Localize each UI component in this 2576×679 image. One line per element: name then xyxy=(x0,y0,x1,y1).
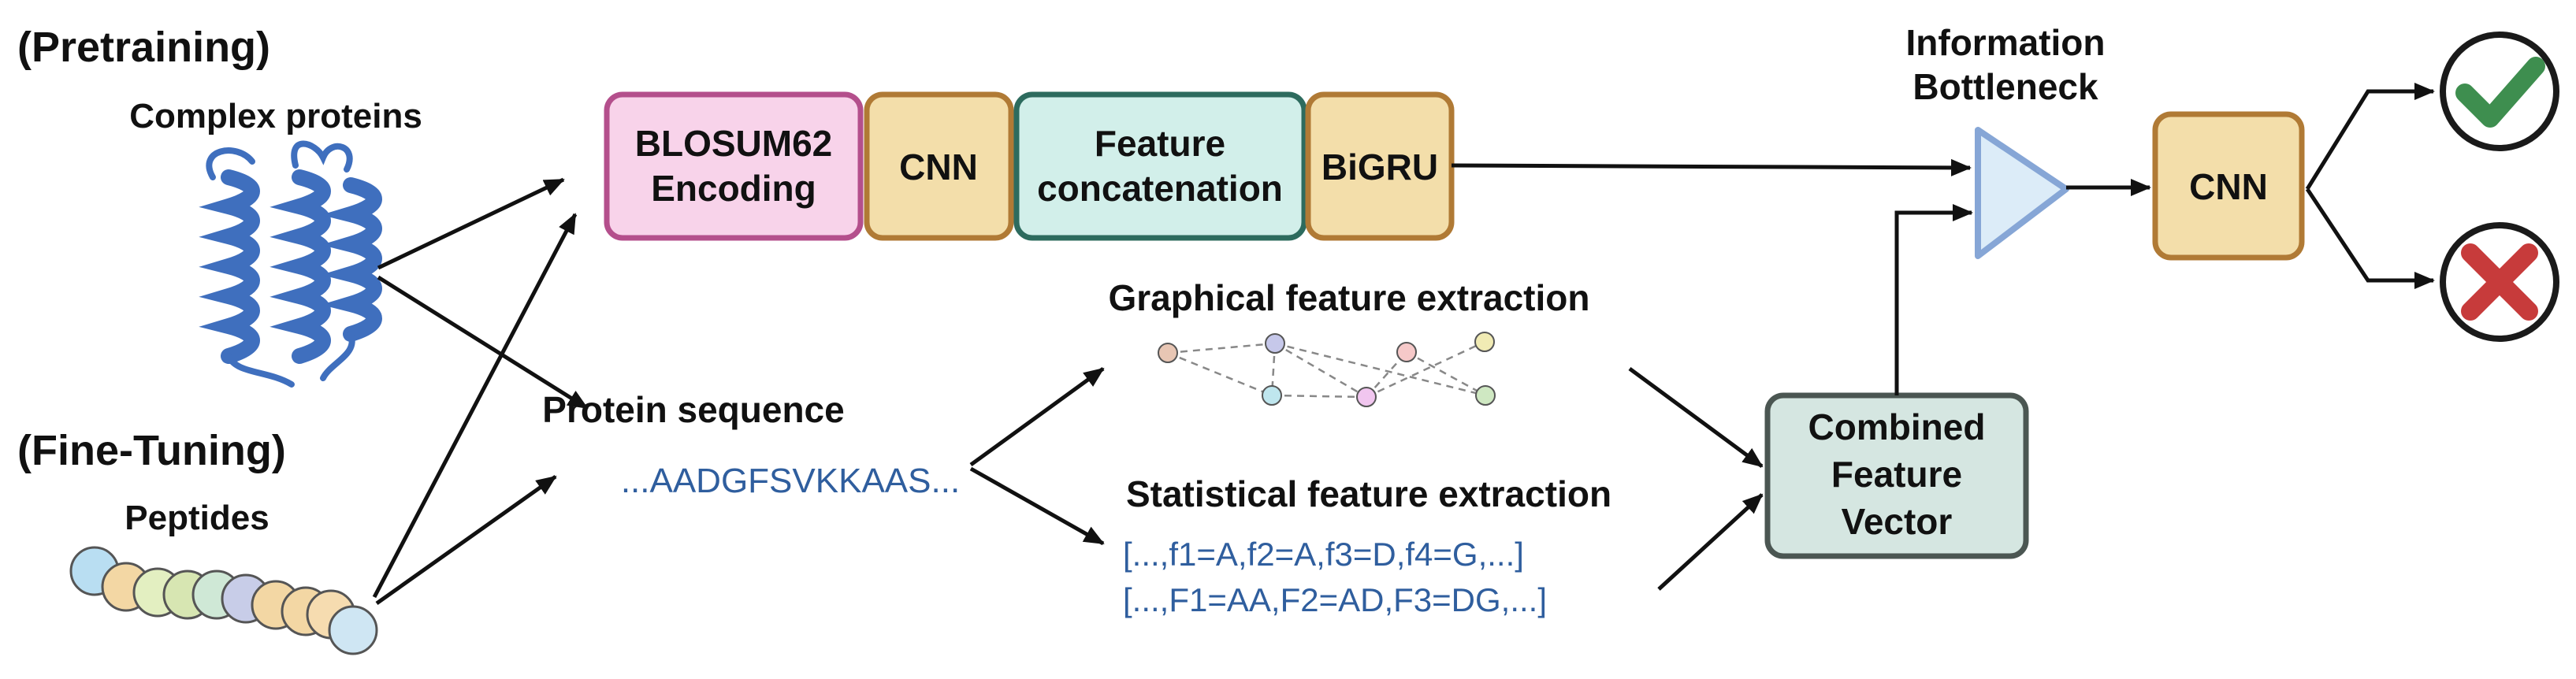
statistical-feature-line2: [...,F1=AA,F2=AD,F3=DG,...] xyxy=(1123,581,1547,618)
statistical-feature-line1: [...,f1=A,f2=A,f3=D,f4=G,...] xyxy=(1123,536,1524,573)
combine-arrows xyxy=(1628,366,1764,591)
output-cnn-box: CNN xyxy=(2152,111,2305,261)
peptide-beads-icon xyxy=(69,546,378,655)
pretraining-heading: (Pretraining) xyxy=(17,24,270,71)
blosum62-encoding-box: BLOSUM62 Encoding xyxy=(604,91,864,241)
svg-text:Feature: Feature xyxy=(1095,123,1225,164)
svg-text:Combined: Combined xyxy=(1808,406,1986,447)
complex-proteins-label: Complex proteins xyxy=(129,97,422,135)
combined-feature-vector-box: Combined Feature Vector xyxy=(1764,392,2029,559)
information-bottleneck-triangle xyxy=(1975,127,2069,259)
protein-sequence-value: ...AADGFSVKKAAS... xyxy=(621,462,960,500)
svg-text:Vector: Vector xyxy=(1842,501,1953,542)
check-circle-icon xyxy=(2440,32,2559,151)
protein-helix-icon xyxy=(199,140,382,388)
combined-to-bottleneck-arrow xyxy=(1894,204,1973,395)
cnn-box: CNN xyxy=(864,91,1014,241)
fine-tuning-heading: (Fine-Tuning) xyxy=(17,427,286,474)
input-arrows xyxy=(372,177,589,606)
sequence-arrows xyxy=(969,366,1105,546)
svg-text:Feature: Feature xyxy=(1831,454,1962,495)
cross-circle-icon xyxy=(2440,222,2559,342)
svg-text:CNN: CNN xyxy=(899,147,978,187)
svg-text:CNN: CNN xyxy=(2189,166,2268,207)
statistical-feature-title: Statistical feature extraction xyxy=(1126,473,1611,514)
feature-concatenation-box: Feature concatenation xyxy=(1013,91,1307,241)
bigru-box: BiGRU xyxy=(1305,91,1455,241)
bottleneck-label-line1: Information xyxy=(1906,22,2106,63)
bottleneck-label-line2: Bottleneck xyxy=(1912,66,2098,107)
protein-sequence-title: Protein sequence xyxy=(542,389,844,430)
graph-network-icon xyxy=(1158,332,1496,407)
bigru-to-bottleneck-arrow xyxy=(1451,158,1972,176)
output-arrows xyxy=(2305,83,2435,289)
svg-text:BiGRU: BiGRU xyxy=(1321,147,1438,187)
svg-text:concatenation: concatenation xyxy=(1037,168,1283,209)
graphical-feature-title: Graphical feature extraction xyxy=(1109,277,1590,318)
svg-text:Encoding: Encoding xyxy=(651,168,816,209)
peptides-label: Peptides xyxy=(125,499,269,537)
svg-text:BLOSUM62: BLOSUM62 xyxy=(635,123,832,164)
